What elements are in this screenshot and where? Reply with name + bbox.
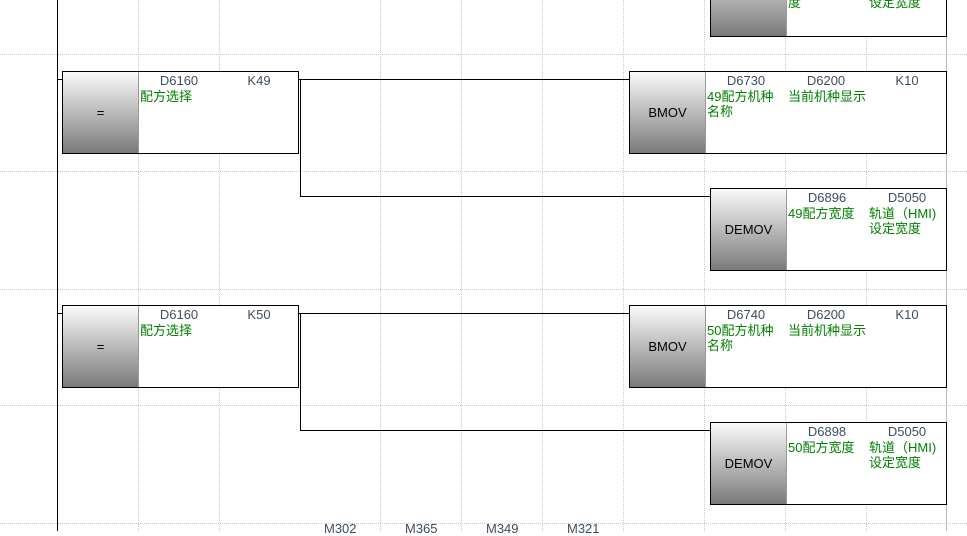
instruction-name: DEMOV (711, 189, 787, 270)
instruction-name: BMOV (630, 72, 706, 153)
dest-comment: 轨道（HMI)设定宽度 (869, 440, 937, 470)
contact-address[interactable]: M365 (405, 521, 438, 536)
count-constant: K10 (895, 73, 919, 88)
left-power-rail (57, 0, 58, 531)
source-address: D6898 (807, 424, 847, 439)
bmov-instruction[interactable]: BMOV D6740 50配方机种名称 D6200 当前机种显示 K10 (629, 305, 947, 388)
contact-address[interactable]: M321 (567, 521, 600, 536)
operand-address: D6160 (159, 73, 199, 88)
dest-address: D5050 (887, 190, 927, 205)
source-comment: 49配方宽度 (788, 206, 855, 221)
bmov-instruction[interactable]: BMOV D6730 49配方机种名称 D6200 当前机种显示 K10 (629, 71, 947, 154)
dest-comment: 当前机种显示 (788, 323, 867, 338)
comment: 设定宽度 (869, 0, 922, 10)
source-address: D6740 (726, 307, 766, 322)
dest-comment: 轨道（HMI)设定宽度 (869, 206, 937, 236)
top-partial-instruction[interactable]: 度 设定宽度 (710, 0, 947, 37)
count-constant: K10 (895, 307, 919, 322)
operand-comment: 配方选择 (140, 323, 193, 338)
operand-comment: 配方选择 (140, 89, 193, 104)
dest-address: D5050 (887, 424, 927, 439)
operand-constant: K49 (247, 73, 271, 88)
source-comment: 49配方机种名称 (707, 89, 774, 119)
dest-address: D6200 (806, 73, 846, 88)
instruction-name: BMOV (630, 306, 706, 387)
demov-instruction[interactable]: DEMOV D6898 50配方宽度 D5050 轨道（HMI)设定宽度 (710, 422, 947, 505)
compare-instruction[interactable]: = D6160 配方选择 K50 (62, 305, 299, 388)
source-comment: 50配方机种名称 (707, 323, 774, 353)
source-address: D6896 (807, 190, 847, 205)
instruction-name: DEMOV (711, 423, 787, 504)
compare-operator: = (63, 306, 139, 387)
source-address: D6730 (726, 73, 766, 88)
demov-instruction[interactable]: DEMOV D6896 49配方宽度 D5050 轨道（HMI)设定宽度 (710, 188, 947, 271)
compare-instruction[interactable]: = D6160 配方选择 K49 (62, 71, 299, 154)
dest-address: D6200 (806, 307, 846, 322)
compare-operator: = (63, 72, 139, 153)
operand-address: D6160 (159, 307, 199, 322)
contact-address[interactable]: M349 (486, 521, 519, 536)
comment: 度 (788, 0, 802, 10)
source-comment: 50配方宽度 (788, 440, 855, 455)
contact-address[interactable]: M302 (324, 521, 357, 536)
dest-comment: 当前机种显示 (788, 89, 867, 104)
operand-constant: K50 (247, 307, 271, 322)
